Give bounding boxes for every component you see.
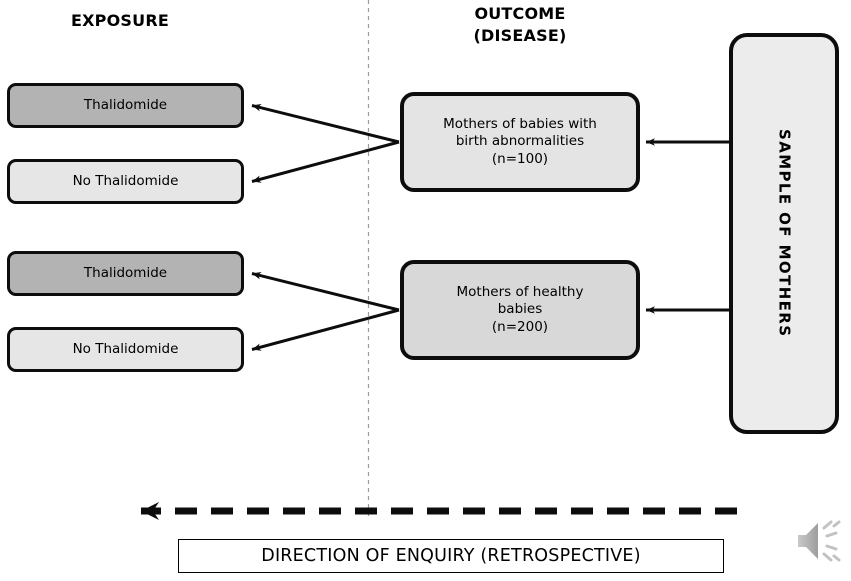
exposure-box-case-unexposed[interactable]: No Thalidomide bbox=[7, 159, 244, 204]
speaker-icon[interactable] bbox=[792, 516, 844, 566]
exposure-box-label: Thalidomide bbox=[83, 264, 168, 281]
outcome-box-controls[interactable]: Mothers of healthy babies (n=200) bbox=[400, 260, 640, 360]
sample-of-mothers-label: SAMPLE OF MOTHERS bbox=[775, 129, 794, 338]
sample-of-mothers-box[interactable]: SAMPLE OF MOTHERS bbox=[729, 33, 839, 434]
exposure-box-control-exposed[interactable]: Thalidomide bbox=[7, 251, 244, 296]
connector-controls-to-unexposed bbox=[251, 308, 400, 351]
exposure-box-case-exposed[interactable]: Thalidomide bbox=[7, 83, 244, 128]
outcome-box-cases[interactable]: Mothers of babies with birth abnormaliti… bbox=[400, 92, 640, 192]
connector-cases-to-exposed bbox=[251, 103, 400, 144]
exposure-box-control-unexposed[interactable]: No Thalidomide bbox=[7, 327, 244, 372]
exposure-box-label: No Thalidomide bbox=[72, 172, 179, 189]
direction-of-enquiry-text: DIRECTION OF ENQUIRY (RETROSPECTIVE) bbox=[261, 546, 641, 566]
exposure-box-label: Thalidomide bbox=[83, 96, 168, 113]
exposure-box-label: No Thalidomide bbox=[72, 340, 179, 357]
outcome-box-label: Mothers of healthy babies (n=200) bbox=[456, 284, 584, 335]
outcome-box-label: Mothers of babies with birth abnormaliti… bbox=[443, 116, 597, 167]
connector-controls-to-exposed bbox=[251, 271, 400, 312]
column-heading-exposure: EXPOSURE bbox=[71, 11, 169, 30]
connector-cases-to-unexposed bbox=[251, 140, 400, 183]
direction-of-enquiry-label-box: DIRECTION OF ENQUIRY (RETROSPECTIVE) bbox=[178, 539, 724, 573]
column-heading-outcome: OUTCOME (DISEASE) bbox=[473, 4, 567, 45]
